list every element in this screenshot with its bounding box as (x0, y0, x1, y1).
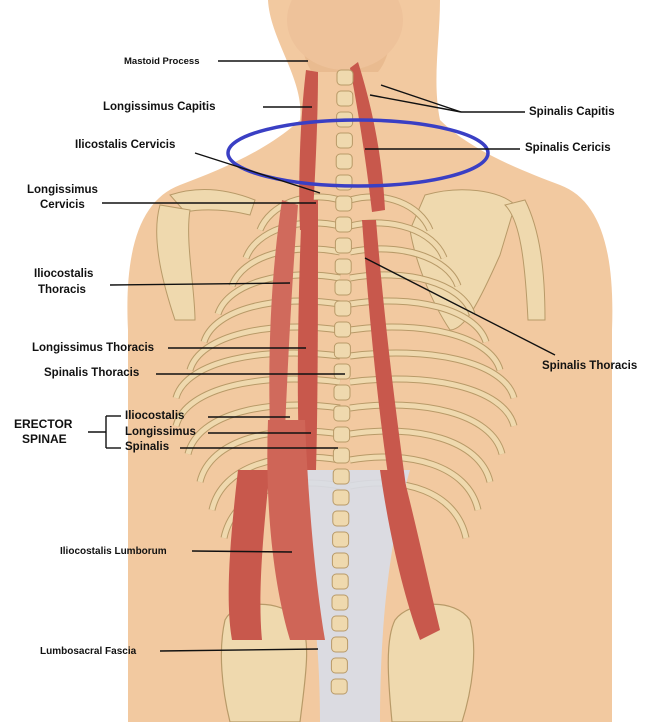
rib-right (349, 454, 481, 511)
vertebra (333, 363, 351, 380)
label-iliocostalis-thoracis-line2: Thoracis (38, 284, 86, 296)
label-longissimus-cervicis-line1: Longissimus (27, 184, 98, 196)
rib-right (349, 428, 493, 483)
vertebra (333, 405, 351, 422)
vertebra (332, 468, 350, 485)
vertebra (331, 636, 349, 653)
vertebra (332, 489, 350, 506)
rib-left (257, 194, 341, 232)
label-erector-iliocostalis: Iliocostalis (125, 410, 185, 422)
vertebra (334, 237, 352, 254)
rib-left (229, 246, 341, 287)
label-spinalis-cervicis: Spinalis Cericis (525, 142, 611, 154)
label-iliocostalis-lumborum: Iliocostalis Lumborum (60, 546, 167, 557)
label-erector-spinae-line2: SPINAE (22, 432, 67, 446)
erector-spinae-muscles (228, 62, 440, 640)
label-mastoid-process: Mastoid Process (124, 56, 200, 67)
vertebra (334, 279, 352, 296)
label-erector-longissimus: Longissimus (125, 426, 196, 438)
rib-left (197, 428, 341, 483)
vertebra (331, 594, 349, 611)
vertebra (331, 573, 349, 590)
label-longissimus-thoracis: Longissimus Thoracis (32, 342, 155, 354)
label-spinalis-capitis: Spinalis Capitis (529, 106, 615, 118)
vertebra (333, 342, 351, 359)
rib-left (201, 298, 341, 343)
vertebra (331, 615, 349, 632)
label-iliocostalis-cervicis: Ilicostalis Cervicis (75, 139, 176, 151)
label-erector-spinalis: Spinalis (125, 441, 170, 453)
vertebra (330, 657, 348, 674)
label-longissimus-cervicis-line2: Cervicis (40, 199, 85, 211)
vertebra (332, 510, 350, 527)
vertebra (335, 174, 353, 191)
rib-right (349, 194, 433, 232)
vertebra (334, 300, 352, 317)
vertebra (335, 132, 353, 149)
vertebral-column (330, 69, 354, 695)
spinalis-cervicis-highlight-ellipse (226, 118, 490, 188)
vertebra (330, 678, 348, 695)
leader-lines (88, 60, 556, 652)
label-erector-spinae-line1: ERECTOR (14, 417, 73, 431)
label-iliocostalis-thoracis-line1: Iliocostalis (34, 268, 94, 280)
vertebra (333, 384, 351, 401)
vertebra (334, 258, 352, 275)
rib-right (349, 402, 505, 455)
vertebra (336, 90, 354, 107)
rib-left (209, 454, 341, 511)
vertebra (334, 321, 352, 338)
label-longissimus-capitis: Longissimus Capitis (103, 101, 216, 113)
vertebra (331, 552, 349, 569)
vertebra (335, 195, 353, 212)
vertebra (332, 531, 350, 548)
rib-left (215, 272, 341, 315)
vertebra (336, 69, 354, 86)
vertebra (332, 447, 350, 464)
vertebra (335, 216, 353, 233)
label-lumbosacral-fascia: Lumbosacral Fascia (40, 646, 137, 657)
label-spinalis-thoracis-right: Spinalis Thoracis (542, 360, 638, 372)
vertebra (335, 153, 353, 170)
vertebra (333, 426, 351, 443)
label-spinalis-thoracis-left: Spinalis Thoracis (44, 367, 140, 379)
